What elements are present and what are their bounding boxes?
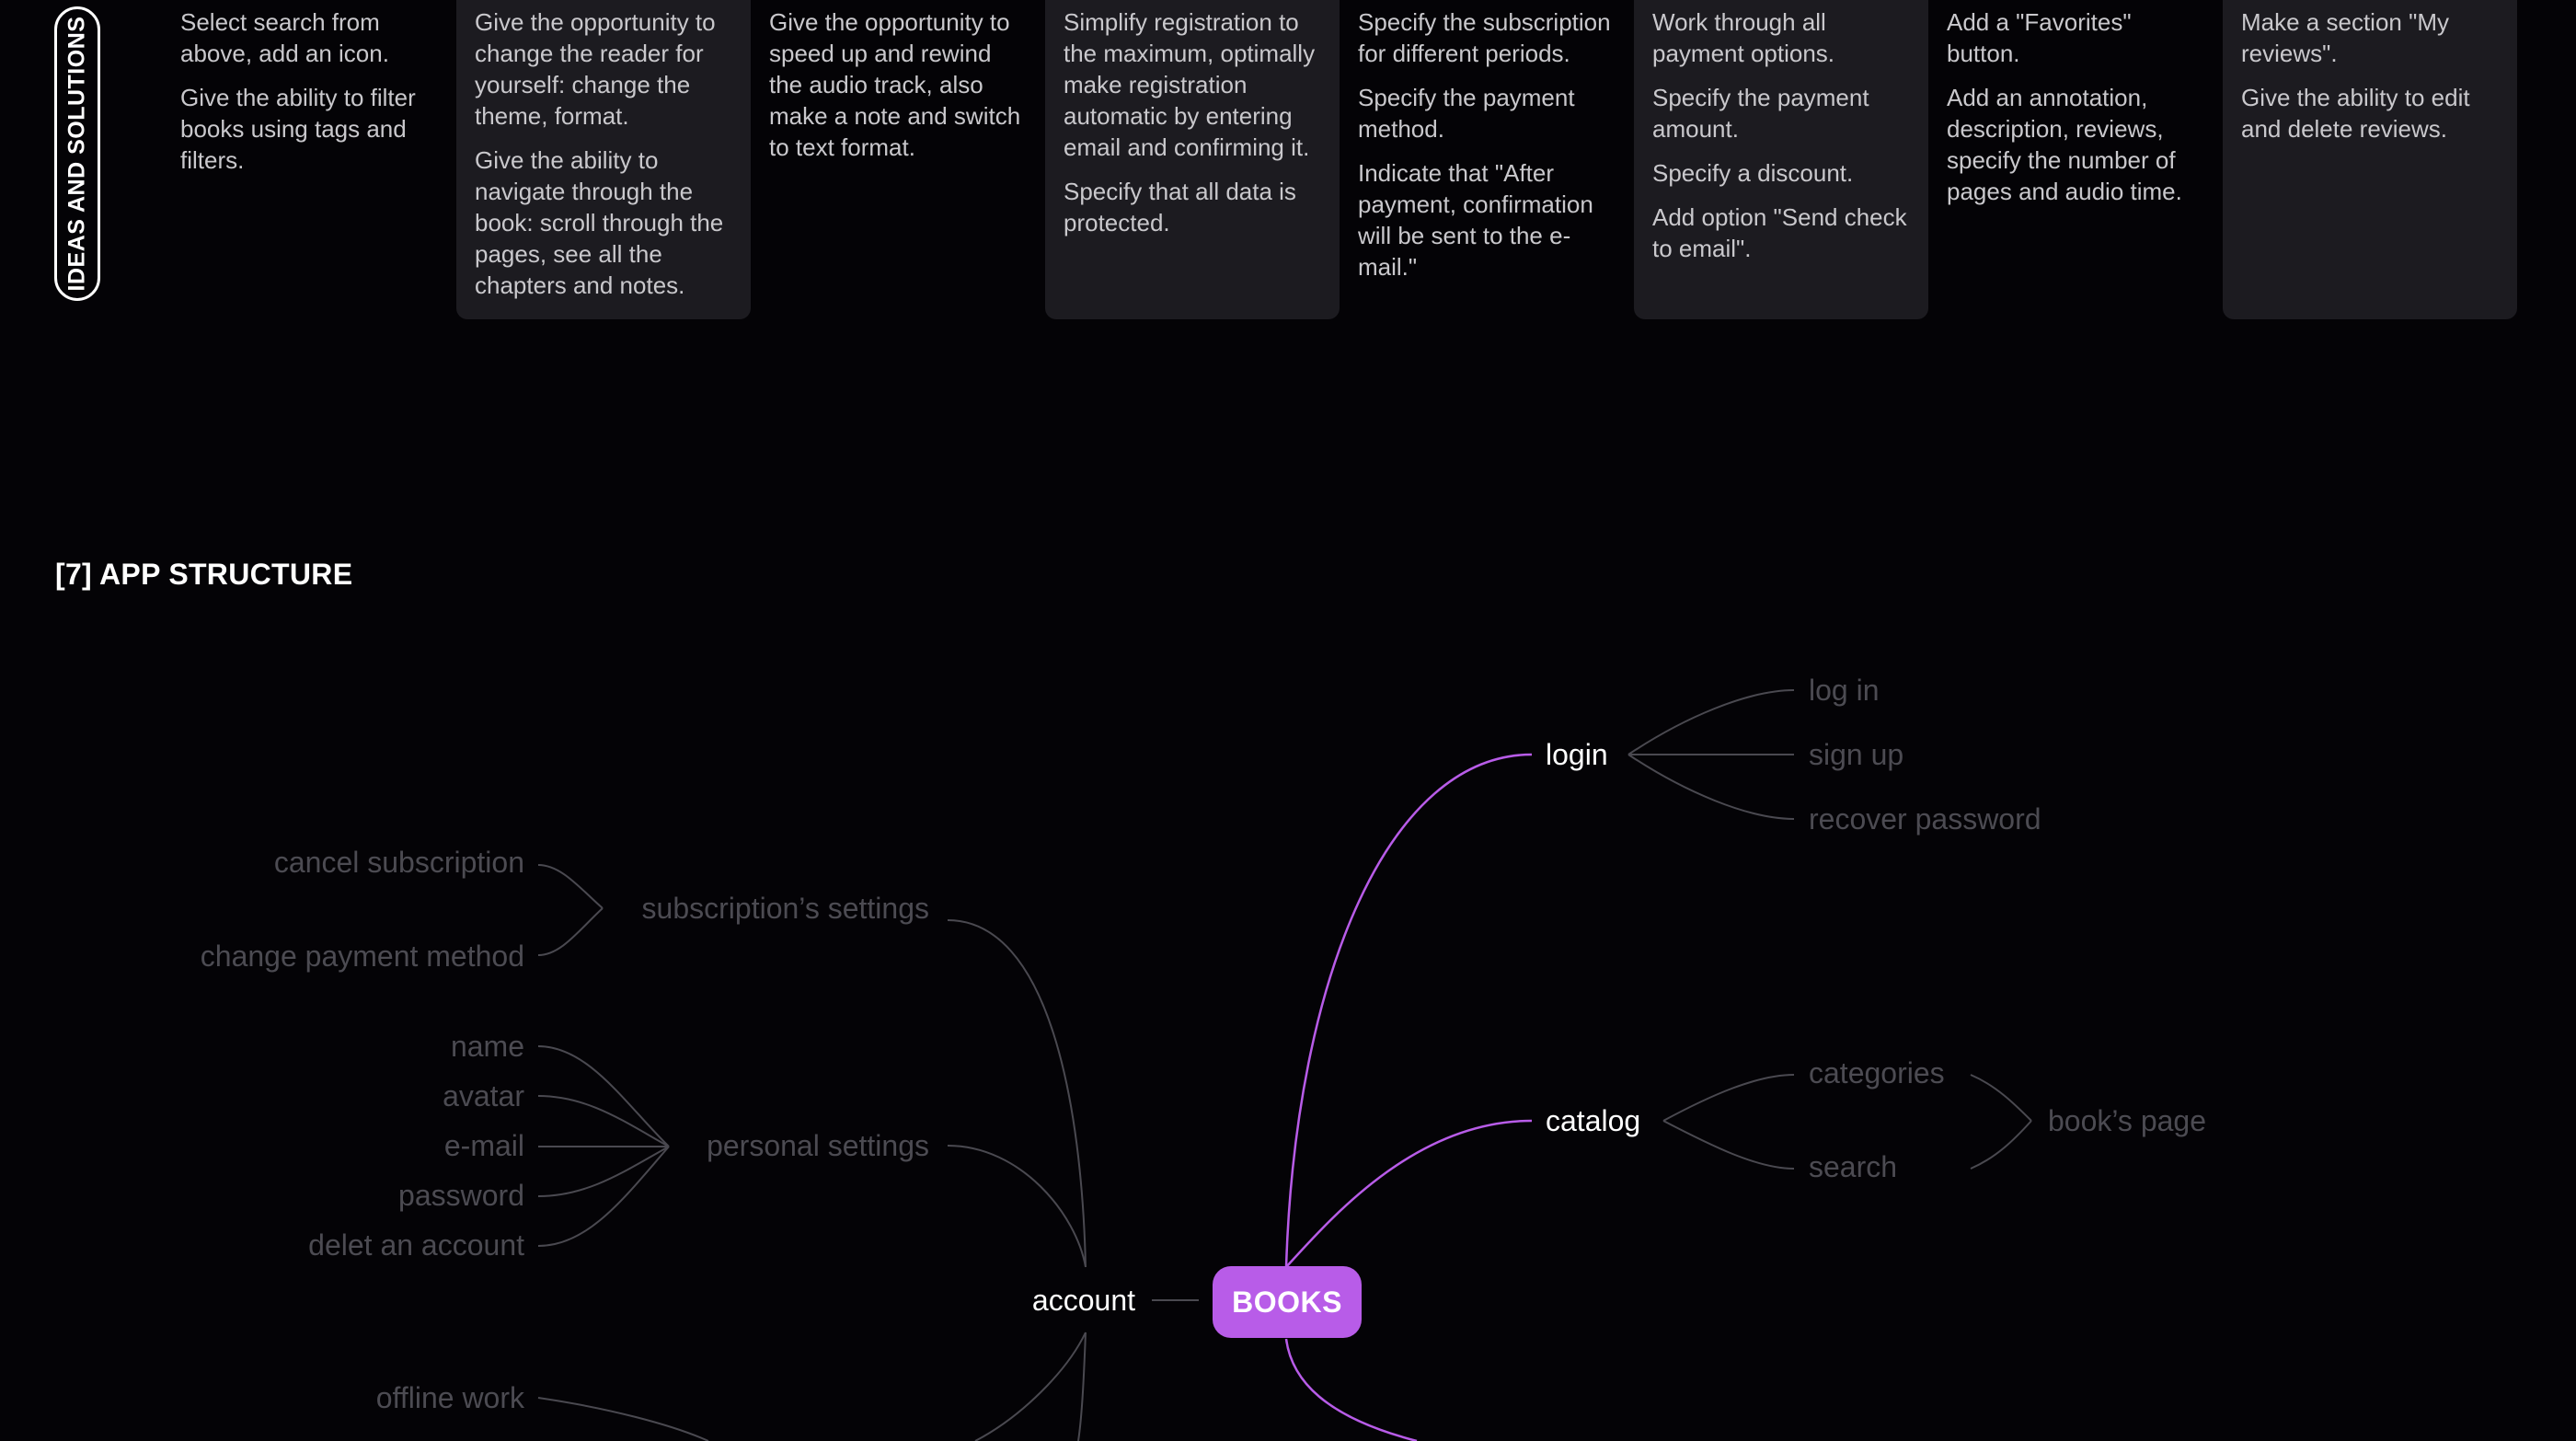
- idea-column-search: Select search from above, add an icon. G…: [162, 0, 456, 319]
- idea-text: Indicate that "After payment, confirmati…: [1358, 159, 1593, 281]
- idea-card-registration: Simplify registration to the maximum, op…: [1045, 0, 1340, 319]
- connector-account-lower-right: [1077, 1331, 1087, 1441]
- idea-text: Give the opportunity to change the reade…: [475, 8, 716, 130]
- books-root-node: BOOKS: [1213, 1266, 1362, 1338]
- connector-subscription-change: [537, 907, 604, 956]
- ideas-and-solutions-tag: IDEAS AND SOLUTIONS: [54, 6, 100, 301]
- idea-text: Add an annotation, description, reviews,…: [1947, 84, 2182, 205]
- idea-column-subscription: Specify the subscription for different p…: [1340, 0, 1634, 319]
- connector-account-lower-left: [974, 1331, 1087, 1441]
- connector-categories-book-page: [1970, 1074, 2032, 1122]
- idea-column-audio: Give the opportunity to speed up and rew…: [751, 0, 1045, 319]
- idea-text: Specify the payment amount.: [1652, 84, 1869, 143]
- node-log-in: log in: [1809, 674, 1880, 707]
- idea-text: Give the ability to navigate through the…: [475, 146, 724, 299]
- idea-text: Give the ability to edit and delete revi…: [2241, 84, 2470, 143]
- connector-search-book-page: [1970, 1120, 2032, 1170]
- idea-text: Add option "Send check to email".: [1652, 203, 1907, 262]
- section-title: [7] APP STRUCTURE: [55, 558, 353, 591]
- node-search: search: [1809, 1150, 1898, 1183]
- idea-card-reviews: Make a section "My reviews". Give the ab…: [2223, 0, 2517, 319]
- idea-text: Give the opportunity to speed up and rew…: [769, 8, 1021, 161]
- idea-text: Specify the payment method.: [1358, 84, 1575, 143]
- node-avatar: avatar: [443, 1079, 524, 1112]
- node-login: login: [1546, 738, 1608, 771]
- connector-catalog-categories: [1662, 1074, 1795, 1122]
- node-personal-settings: personal settings: [707, 1129, 929, 1162]
- connector-login-recover: [1627, 754, 1795, 820]
- node-email: e-mail: [443, 1129, 524, 1162]
- idea-text: Simplify registration to the maximum, op…: [1064, 8, 1316, 161]
- connector-books-login: [1284, 753, 1533, 1268]
- node-categories: categories: [1809, 1056, 1945, 1089]
- node-recover-password: recover password: [1809, 802, 2041, 836]
- connector-books-catalog: [1285, 1119, 1533, 1268]
- connector-personal-delete: [537, 1146, 670, 1247]
- connector-account-personal: [947, 1145, 1087, 1268]
- node-offline-work: offline work: [375, 1381, 524, 1414]
- node-password: password: [398, 1179, 524, 1212]
- connector-offline-work: [537, 1397, 709, 1441]
- node-delete-account: delet an account: [308, 1228, 524, 1262]
- idea-text: Work through all payment options.: [1652, 8, 1835, 67]
- node-catalog: catalog: [1546, 1104, 1641, 1137]
- connector-account-subscription: [947, 919, 1087, 1268]
- idea-text: Select search from above, add an icon.: [180, 8, 389, 67]
- idea-text: Make a section "My reviews".: [2241, 8, 2449, 67]
- idea-card-payment: Work through all payment options. Specif…: [1634, 0, 1928, 319]
- node-change-payment-method: change payment method: [200, 940, 524, 973]
- connector-catalog-search: [1662, 1120, 1795, 1170]
- idea-text: Add a "Favorites" button.: [1947, 8, 2132, 67]
- connector-subscription-cancel: [537, 864, 604, 909]
- idea-text: Specify a discount.: [1652, 159, 1854, 187]
- connector-personal-password: [537, 1146, 670, 1197]
- connector-books-lower: [1284, 1338, 1418, 1441]
- node-cancel-subscription: cancel subscription: [273, 846, 524, 879]
- idea-column-favorites: Add a "Favorites" button. Add an annotat…: [1928, 0, 2223, 319]
- idea-text: Specify the subscription for different p…: [1358, 8, 1611, 67]
- idea-text: Give the ability to filter books using t…: [180, 84, 416, 174]
- node-subscription-settings: subscription’s settings: [641, 892, 929, 925]
- node-name: name: [450, 1030, 524, 1063]
- node-sign-up: sign up: [1809, 738, 1904, 771]
- idea-card-reader: Give the opportunity to change the reade…: [456, 0, 751, 319]
- node-account: account: [1031, 1284, 1135, 1317]
- node-books-page: book’s page: [2048, 1104, 2206, 1137]
- connector-personal-name: [537, 1045, 670, 1147]
- connector-login-log-in: [1627, 689, 1795, 755]
- connector-personal-avatar: [537, 1095, 670, 1147]
- idea-text: Specify that all data is protected.: [1064, 178, 1296, 236]
